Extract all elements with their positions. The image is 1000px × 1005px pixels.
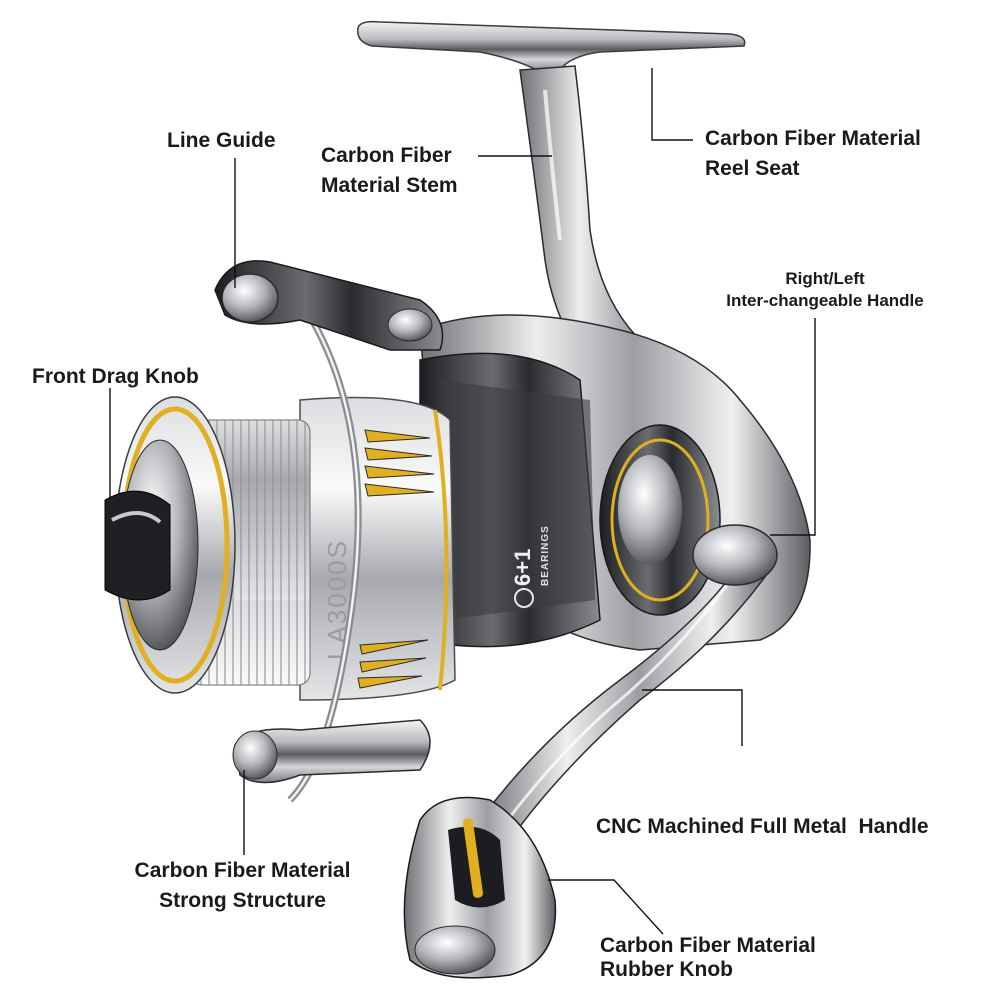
- callout-interchangeable-handle: Right/Left Inter-changeable Handle: [700, 268, 950, 312]
- callout-reel-seat: Carbon Fiber Material Reel Seat: [705, 124, 921, 184]
- callout-text: Inter-changeable Handle: [726, 291, 924, 310]
- callout-cnc-handle: CNC Machined Full Metal Handle: [596, 752, 929, 902]
- line-guide: [214, 260, 444, 351]
- leader-cnc-handle: [642, 689, 743, 746]
- bearing-badge: 6+1 BEARINGS: [510, 525, 551, 608]
- leader-rubber-knob: [548, 879, 664, 935]
- callout-line-guide: Line Guide: [167, 126, 276, 156]
- callout-stem: Carbon Fiber Material Stem: [321, 141, 458, 201]
- lower-bail-arm: [232, 719, 431, 784]
- callout-text: CNC Machined Full Metal Handle: [596, 815, 929, 838]
- handle-arm: [478, 524, 778, 842]
- rotor: 6+1 BEARINGS: [419, 352, 601, 648]
- callout-strong-structure: Carbon Fiber Material Strong Structure: [110, 856, 375, 916]
- callout-text: Strong Structure: [159, 889, 326, 912]
- callout-text: Material Stem: [321, 174, 458, 197]
- front-drag-knob: [104, 396, 236, 694]
- callout-front-drag: Front Drag Knob: [32, 362, 199, 392]
- callout-text: Line Guide: [167, 129, 276, 152]
- callout-text: Front Drag Knob: [32, 365, 199, 388]
- leader-interchangeable-handle: [770, 318, 816, 536]
- callout-text: Right/Left: [785, 269, 865, 288]
- callout-text: Reel Seat: [705, 157, 800, 180]
- rubber-knob: [403, 796, 557, 979]
- callout-rubber-knob: Carbon Fiber Material Rubber Knob: [600, 934, 816, 982]
- callout-text: Carbon Fiber Material: [600, 934, 816, 957]
- svg-text:6+1: 6+1: [510, 549, 535, 586]
- callout-text: Carbon Fiber Material: [134, 859, 351, 882]
- callout-text: Rubber Knob: [600, 958, 733, 981]
- callout-text: Carbon Fiber Material: [705, 127, 921, 150]
- callout-text: Carbon Fiber: [321, 144, 452, 167]
- leader-lines: [109, 68, 816, 935]
- svg-text:BEARINGS: BEARINGS: [540, 525, 551, 586]
- leader-reel-seat: [651, 68, 693, 141]
- reel-seat: [357, 20, 746, 73]
